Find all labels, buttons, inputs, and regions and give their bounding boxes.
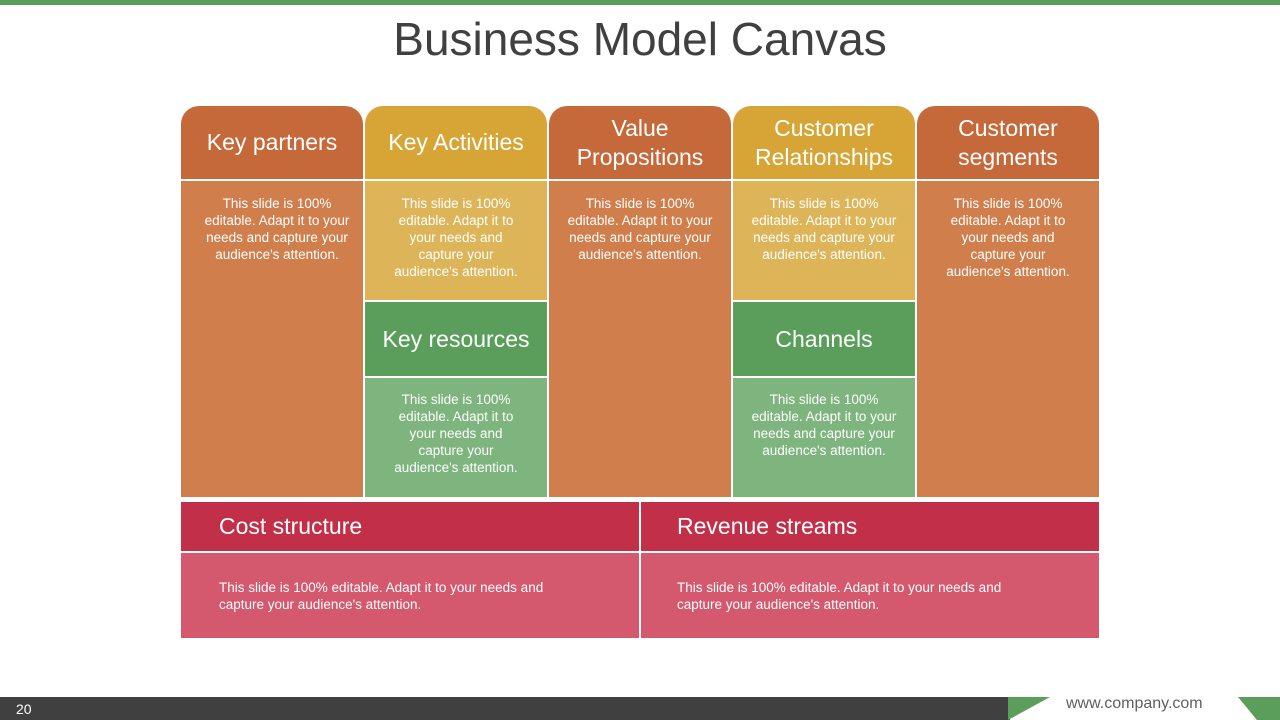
key-activities-text: This slide is 100% editable. Adapt it to… [365,181,547,300]
channels-header: Channels [733,302,915,376]
key-resources-header: Key resources [365,302,547,376]
cost-structure-text: This slide is 100% editable. Adapt it to… [181,553,639,638]
key-resources-text: This slide is 100% editable. Adapt it to… [365,378,547,497]
cost-structure-header: Cost structure [181,502,639,551]
top-accent-bar [0,0,1280,5]
key-partners-header: Key partners [181,106,363,179]
customer-relationships-header: Customer Relationships [733,106,915,179]
revenue-streams-text: This slide is 100% editable. Adapt it to… [641,553,1099,638]
customer-relationships-text: This slide is 100% editable. Adapt it to… [733,181,915,300]
channels-text: This slide is 100% editable. Adapt it to… [733,378,915,497]
page-number: 20 [16,701,32,717]
customer-segments-header: Customer segments [917,106,1099,179]
footer-url: www.company.com [1066,695,1203,712]
key-activities-header: Key Activities [365,106,547,179]
page-title: Business Model Canvas [393,13,887,65]
revenue-streams-header: Revenue streams [641,502,1099,551]
value-propositions-header: Value Propositions [549,106,731,179]
footer-accent-right [1238,697,1280,720]
value-propositions-text: This slide is 100% editable. Adapt it to… [549,181,731,497]
footer-accent-left [1008,697,1050,720]
key-partners-text: This slide is 100% editable. Adapt it to… [181,181,363,497]
footer-bar [0,697,1010,720]
customer-segments-text: This slide is 100% editable. Adapt it to… [917,181,1099,497]
